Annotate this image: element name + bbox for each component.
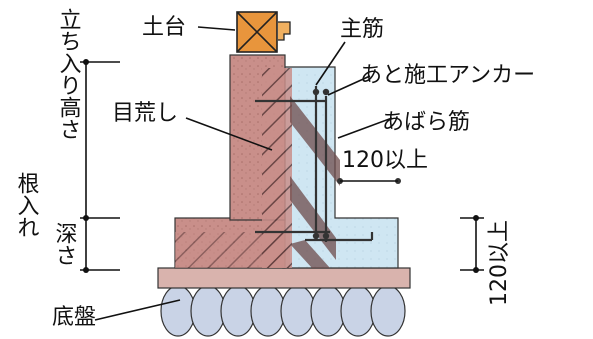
label-nerire: 根入れ [14, 172, 40, 238]
label-teiban: 底盤 [52, 305, 96, 330]
label-atose-anchor: あと施工アンカー [360, 63, 535, 88]
rebar-dots [312, 88, 401, 240]
rebar [255, 86, 374, 242]
label-120-b: 120以上 [487, 220, 512, 306]
left-dimensions [80, 61, 120, 271]
roughened-surface [262, 68, 292, 268]
right-dimension [460, 217, 484, 271]
right-dimension-dots [473, 215, 479, 273]
label-tachiagari: 立ち入り高さ [56, 8, 82, 140]
anchor-hardware [278, 21, 291, 41]
label-dodai: 土台 [142, 15, 186, 40]
gravel-stones [160, 285, 406, 337]
label-fukasa: 深さ [52, 222, 78, 266]
base-slab [157, 267, 411, 289]
left-dimension-dots [83, 59, 89, 273]
leader-lines [94, 26, 398, 321]
roughened-surface-footing [175, 232, 290, 268]
label-mearashi: 目荒し [112, 101, 178, 126]
label-abarakin: あばら筋 [382, 110, 470, 135]
new-hatch-3 [290, 240, 330, 268]
label-shukin: 主筋 [340, 17, 384, 42]
label-120-a: 120以上 [342, 148, 428, 173]
